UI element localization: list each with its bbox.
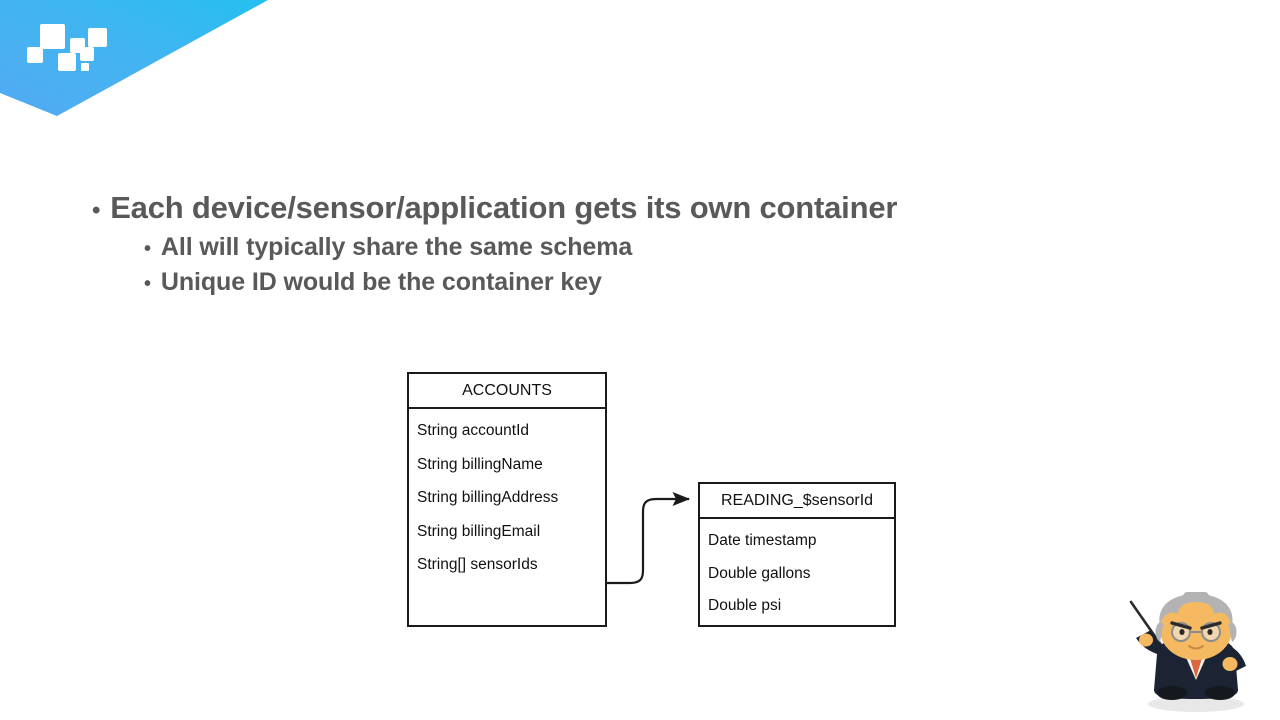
bullet-text: Each device/sensor/application gets its …: [110, 190, 898, 225]
shirt: [1180, 641, 1212, 680]
bullet-item-1: • Each device/sensor/application gets it…: [92, 190, 1152, 226]
entity-field: Double psi: [708, 597, 782, 614]
left-hand: [1139, 633, 1153, 647]
left-shoe: [1157, 686, 1187, 700]
entity-field: String billingAddress: [417, 489, 559, 506]
face: [1160, 600, 1232, 660]
entity-title: ACCOUNTS: [409, 374, 605, 409]
right-arm: [1218, 644, 1246, 674]
right-hand: [1222, 657, 1238, 671]
mascot-shadow: [1148, 696, 1244, 712]
bullet-item-2: • All will typically share the same sche…: [144, 233, 1152, 262]
entity-field-list: String accountId String billingName Stri…: [409, 409, 605, 585]
suit-body: [1154, 636, 1238, 699]
entity-title: READING_$sensorId: [700, 484, 894, 519]
bullet-marker-icon: •: [92, 197, 101, 224]
bullet-item-3: • Unique ID would be the container key: [144, 268, 1152, 297]
entity-box-accounts: ACCOUNTS String accountId String billing…: [407, 372, 607, 627]
bullet-marker-icon: •: [144, 273, 151, 295]
entity-field: Date timestamp: [708, 532, 817, 549]
tie: [1190, 652, 1202, 678]
collar-knot: [1191, 645, 1201, 655]
right-eyebrow: [1200, 621, 1222, 630]
entity-field: String accountId: [417, 422, 530, 439]
entity-field: String[] sensorIds: [417, 556, 538, 573]
mouth: [1188, 645, 1204, 650]
entity-field-list: Date timestamp Double gallons Double psi: [700, 519, 894, 625]
entity-field: Double gallons: [708, 564, 811, 582]
entity-field: String billingName: [417, 455, 543, 473]
bullet-list: • Each device/sensor/application gets it…: [92, 190, 1152, 303]
left-eye: [1179, 629, 1185, 635]
connector-path: [607, 491, 691, 585]
bullet-text: Unique ID would be the container key: [160, 268, 602, 296]
right-eye: [1207, 629, 1213, 635]
left-eyebrow: [1170, 621, 1192, 630]
hair: [1159, 594, 1233, 626]
glasses-right-lens: [1201, 622, 1221, 642]
banner-shape: [0, 0, 268, 116]
hair-tuft: [1183, 592, 1209, 602]
professor-character: [1110, 592, 1278, 720]
glasses-left-lens: [1171, 622, 1191, 642]
hair-side-right: [1228, 622, 1237, 642]
bullet-text: All will typically share the same schema: [160, 233, 633, 261]
squares-logo: [27, 24, 107, 71]
entity-box-reading: READING_$sensorId Date timestamp Double …: [698, 482, 896, 627]
pointer-stick: [1129, 600, 1163, 647]
entity-field: String billingEmail: [417, 522, 541, 540]
entity-relationship-diagram: ACCOUNTS String accountId String billing…: [395, 360, 915, 640]
hair-side-left: [1155, 622, 1164, 642]
right-shoe: [1205, 686, 1235, 700]
decorative-corner-banner: [0, 0, 280, 125]
bullet-marker-icon: •: [144, 238, 151, 260]
left-arm: [1136, 630, 1165, 654]
